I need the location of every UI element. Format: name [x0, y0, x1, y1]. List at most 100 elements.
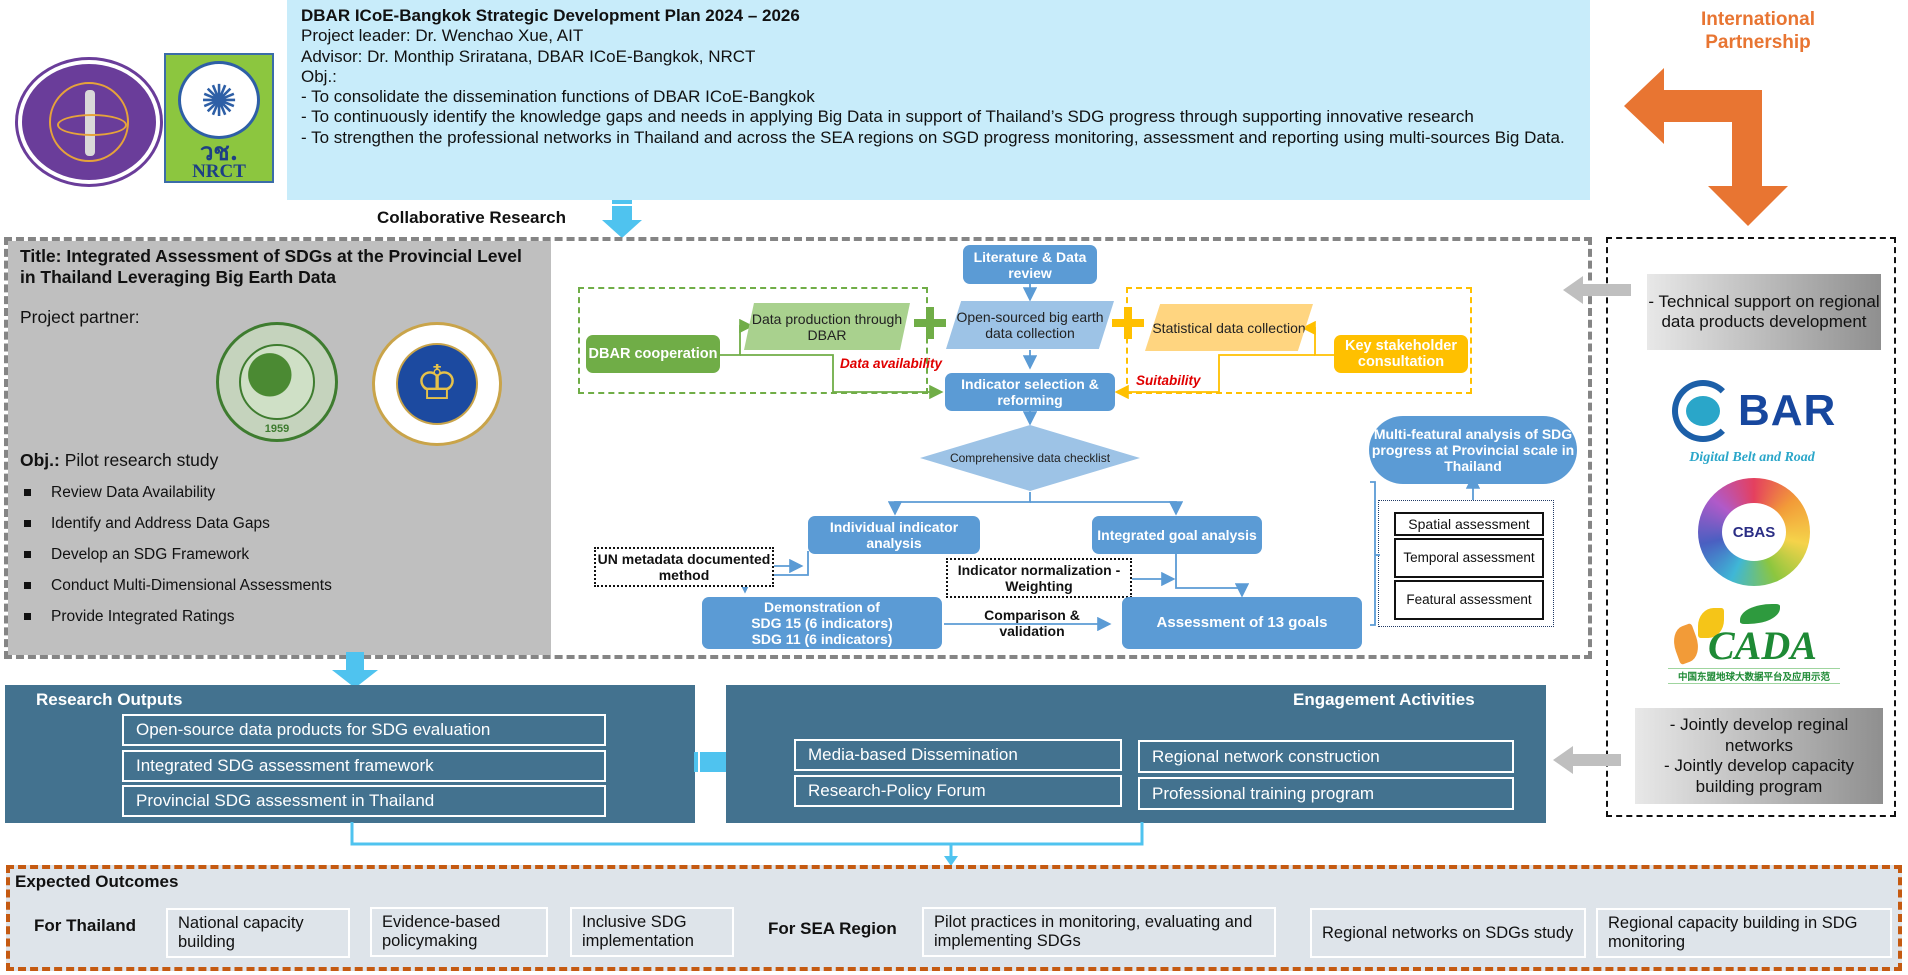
- list-item-text: Conduct Multi-Dimensional Assessments: [51, 577, 332, 594]
- nrct-seal-icon: [178, 61, 260, 139]
- un-metadata-box: UN metadata documented method: [594, 547, 774, 587]
- list-item-text: Develop an SDG Framework: [51, 546, 250, 563]
- obj-label: Obj.:: [20, 450, 60, 470]
- advisor: Advisor: Dr. Monthip Sriratana, DBAR ICo…: [301, 46, 756, 66]
- cbas-wordmark: CBAS: [1722, 503, 1786, 561]
- objective-item: - To consolidate the dissemination funct…: [301, 87, 815, 107]
- demonstration-line: SDG 15 (6 indicators): [751, 615, 893, 631]
- list-item: Provide Integrated Ratings: [20, 601, 520, 632]
- sea-outcome-item: Regional networks on SDGs study: [1310, 908, 1586, 958]
- bullet-icon: [24, 520, 31, 527]
- dbar-logo: BAR Digital Belt and Road: [1662, 380, 1842, 468]
- obj-text: Pilot research study: [59, 450, 219, 470]
- sea-outcome-item: Pilot practices in monitoring, evaluatin…: [922, 907, 1276, 957]
- project-partner-label: Project partner:: [20, 307, 140, 327]
- integrated-goal-box: Integrated goal analysis: [1092, 516, 1262, 554]
- engagement-item: Regional network construction: [1138, 740, 1514, 773]
- cbas-logo: CBAS: [1698, 478, 1810, 586]
- for-thailand-label: For Thailand: [34, 916, 136, 935]
- jointly-line: - Jointly develop reginal networks: [1669, 715, 1849, 755]
- dbar-data-group: [578, 287, 928, 394]
- demonstration-line: SDG 11 (6 indicators): [751, 631, 893, 647]
- cada-chinese-subtitle: 中国东盟地球大数据平台及应用示范: [1668, 668, 1840, 684]
- jointly-line: - Jointly develop capacity building prog…: [1664, 756, 1854, 796]
- temporal-assessment-box: Temporal assessment: [1394, 538, 1544, 578]
- sea-outcome-item: Regional capacity building in SDG monito…: [1596, 908, 1892, 958]
- statistical-data-box: Statistical data collection: [1145, 304, 1313, 351]
- thailand-outcome-item: Evidence-based policymaking: [370, 907, 548, 957]
- project-leader: Project leader: Dr. Wenchao Xue, AIT: [301, 26, 584, 46]
- thailand-outcome-item: National capacity building: [166, 908, 350, 958]
- individual-indicator-box: Individual indicator analysis: [808, 516, 980, 554]
- nrct-english-text: NRCT: [192, 161, 246, 182]
- research-output-item: Provincial SDG assessment in Thailand: [122, 785, 606, 817]
- suitability-label: Suitability: [1136, 373, 1201, 388]
- engagement-activities-title: Engagement Activities: [1293, 690, 1475, 709]
- project-panel: [8, 241, 551, 655]
- list-item-text: Review Data Availability: [51, 484, 216, 501]
- assessment-dimensions-group: [1378, 500, 1554, 627]
- globe-icon: [239, 344, 315, 420]
- engagement-item: Professional training program: [1138, 777, 1514, 810]
- dbar-subtitle: Digital Belt and Road: [1689, 450, 1815, 465]
- normalization-box: Indicator normalization - Weighting: [946, 558, 1132, 598]
- demonstration-line: Demonstration of: [764, 599, 880, 615]
- indicator-selection-box: Indicator selection & reforming: [945, 373, 1115, 411]
- thailand-outcome-item: Inclusive SDG implementation: [570, 907, 734, 957]
- engagement-activities-panel: [726, 685, 1546, 823]
- research-outputs-panel: [5, 685, 695, 823]
- multi-featural-analysis-pill: Multi-featural analysis of SDG progress …: [1369, 416, 1577, 484]
- research-output-item: Open-source data products for SDG evalua…: [122, 714, 606, 746]
- project-title: Title: Integrated Assessment of SDGs at …: [20, 246, 522, 287]
- bullet-icon: [24, 551, 31, 558]
- intl-label-line1: International: [1700, 9, 1815, 30]
- nrct-logo: วช. NRCT: [164, 53, 274, 183]
- ministry-logo: [18, 60, 160, 184]
- research-output-item: Integrated SDG assessment framework: [122, 750, 606, 782]
- collaborative-research-label: Collaborative Research: [377, 208, 566, 227]
- research-outputs-title: Research Outputs: [36, 690, 183, 709]
- left-arrow-icon: [1563, 276, 1631, 304]
- data-availability-label: Data availability: [840, 356, 943, 371]
- leaf-icon: [1740, 604, 1780, 624]
- down-arrow-icon: [332, 652, 378, 688]
- international-partnership-label: International Partnership: [1668, 8, 1848, 54]
- list-item: Develop an SDG Framework: [20, 539, 520, 570]
- intl-label-line2: Partnership: [1705, 32, 1811, 53]
- left-arrow-icon: [1553, 746, 1621, 774]
- for-sea-region-label: For SEA Region: [768, 919, 897, 938]
- list-item: Conduct Multi-Dimensional Assessments: [20, 570, 520, 601]
- project-objective: Obj.: Pilot research study: [20, 450, 218, 471]
- assessment-13-goals-box: Assessment of 13 goals: [1122, 597, 1362, 649]
- objective-list: Review Data Availability Identify and Ad…: [20, 477, 520, 632]
- strategic-plan-header: DBAR ICoE-Bangkok Strategic Development …: [287, 0, 1590, 200]
- bullet-icon: [24, 582, 31, 589]
- down-arrow-icon: [602, 200, 642, 238]
- engagement-item: Media-based Dissemination: [794, 739, 1122, 771]
- list-item: Identify and Address Data Gaps: [20, 508, 520, 539]
- plan-title: DBAR ICoE-Bangkok Strategic Development …: [301, 6, 800, 25]
- open-sourced-data-box: Open-sourced big earth data collection: [946, 301, 1114, 349]
- ait-logo: 1959: [216, 322, 338, 442]
- ait-year: 1959: [264, 423, 290, 435]
- objective-item: - To continuously identify the knowledge…: [301, 107, 1474, 127]
- engagement-item: Research-Policy Forum: [794, 775, 1122, 807]
- cada-logo: CADA 中国东盟地球大数据平台及应用示范: [1668, 604, 1840, 690]
- dbar-cooperation-box: DBAR cooperation: [586, 335, 720, 373]
- stakeholder-consultation-box: Key stakeholder consultation: [1334, 335, 1468, 373]
- stakeholder-data-group: [1126, 287, 1472, 394]
- data-production-box: Data production through DBAR: [744, 303, 910, 350]
- ministry-emblem-icon: [49, 82, 129, 162]
- list-item-text: Provide Integrated Ratings: [51, 608, 235, 625]
- jointly-develop-box: - Jointly develop reginal networks - Joi…: [1635, 708, 1883, 804]
- list-item-text: Identify and Address Data Gaps: [51, 515, 270, 532]
- objective-label: Obj.:: [301, 66, 337, 86]
- list-item: Review Data Availability: [20, 477, 520, 508]
- crown-icon: [396, 343, 478, 425]
- dbar-ring-icon: [1672, 380, 1734, 442]
- bullet-icon: [24, 613, 31, 620]
- cada-wordmark: CADA: [1708, 623, 1817, 668]
- technical-support-box: - Technical support on regional data pro…: [1647, 274, 1881, 350]
- spatial-assessment-box: Spatial assessment: [1394, 512, 1544, 536]
- bullet-icon: [24, 489, 31, 496]
